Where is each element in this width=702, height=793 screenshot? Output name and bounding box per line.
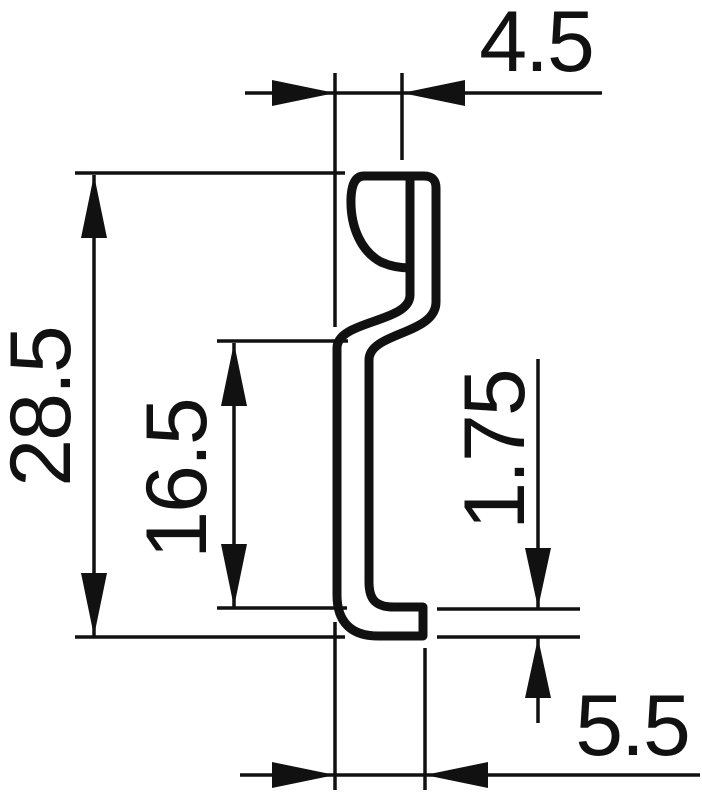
dimension-inner-height: 16.5 [129,343,247,607]
dimension-label-overall-height: 28.5 [0,327,89,486]
dimension-bottom-width: 5.5 [240,678,700,788]
arrowhead-up-icon [81,175,107,238]
arrowhead-left-icon [425,762,488,788]
dimension-top-width: 4.5 [245,0,602,106]
arrowhead-right-icon [272,762,335,788]
arrowhead-up-icon [525,638,551,698]
extension-lines [75,73,580,790]
dimension-label-foot-thickness: 1.75 [447,370,543,529]
dimension-foot-thickness: 1.75 [447,359,551,723]
arrowhead-down-icon [525,548,551,608]
arrowhead-right-icon [272,80,335,106]
arrowhead-left-icon [402,80,465,106]
arrowhead-up-icon [221,343,247,406]
dimension-label-inner-height: 16.5 [129,399,225,558]
arrowhead-down-icon [221,544,247,607]
dimension-label-top-width: 4.5 [479,0,593,90]
profile-outline [332,171,441,641]
dimension-overall-height: 28.5 [0,175,107,636]
dimension-label-bottom-width: 5.5 [575,678,689,774]
profile-contour-path [332,171,441,641]
arrowhead-down-icon [81,573,107,636]
